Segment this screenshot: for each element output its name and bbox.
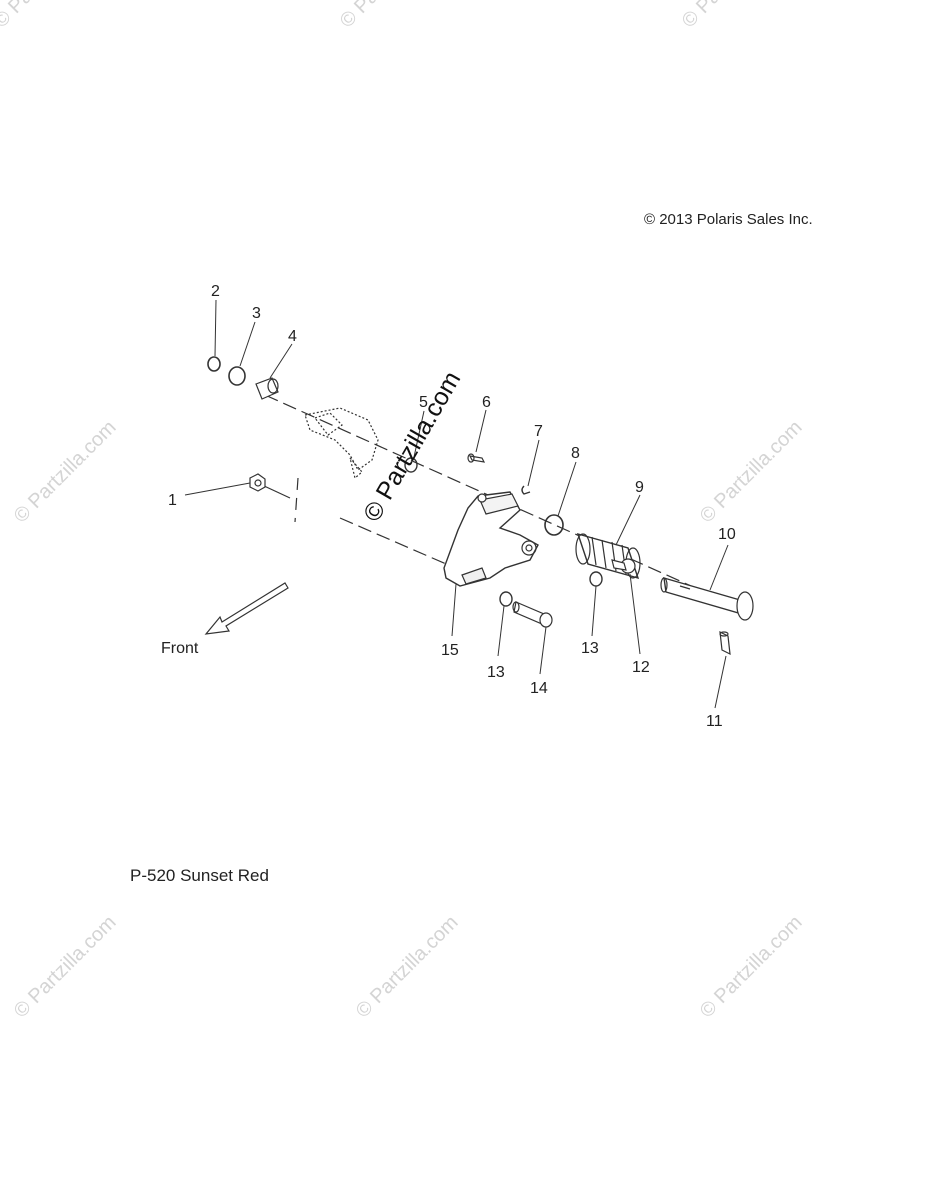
callout-3: 3 [252, 305, 261, 322]
callout-13: 13 [487, 664, 505, 681]
assembly-axis-lower [339, 517, 461, 571]
front-label: Front [161, 640, 199, 657]
callout-11: 11 [706, 713, 723, 730]
callout-12: 12 [632, 659, 650, 676]
callout-8: 8 [571, 445, 580, 462]
part-2-snap-ring [207, 356, 221, 372]
ghost-shift-lever [304, 407, 379, 480]
part-10-clevis-pin [660, 577, 754, 621]
callout-9: 9 [635, 479, 644, 496]
callout-14: 14 [530, 680, 548, 697]
assembly-axis-vertical [294, 477, 299, 523]
callout-5: 5 [419, 394, 428, 411]
part-8-washer [544, 514, 564, 536]
part-5-washer [404, 457, 418, 473]
assembly-axis-nut [261, 484, 291, 499]
callout-1: 1 [168, 492, 177, 509]
diagram-caption: P-520 Sunset Red [130, 866, 269, 885]
part-1-nut [249, 473, 266, 492]
part-15-shift-lever [443, 491, 539, 587]
part-3-washer [228, 366, 246, 386]
callout-15: 15 [441, 642, 459, 659]
part-12-bolt [611, 558, 636, 574]
callout-10: 10 [718, 526, 736, 543]
part-13-washer [589, 571, 603, 587]
callout-7: 7 [534, 423, 543, 440]
callout-2: 2 [211, 283, 220, 300]
part-4-bushing [255, 377, 279, 400]
part-14-bolt [512, 601, 553, 628]
part-6-pin [467, 453, 486, 463]
part-7-clip [521, 485, 531, 495]
part-11-roll-pin [719, 630, 731, 656]
callout-6: 6 [482, 394, 491, 411]
callout-4: 4 [288, 328, 297, 345]
front-arrow [204, 582, 289, 635]
copyright-notice: © 2013 Polaris Sales Inc. [644, 211, 813, 228]
part-13-washer [499, 591, 513, 607]
callout-13: 13 [581, 640, 599, 657]
